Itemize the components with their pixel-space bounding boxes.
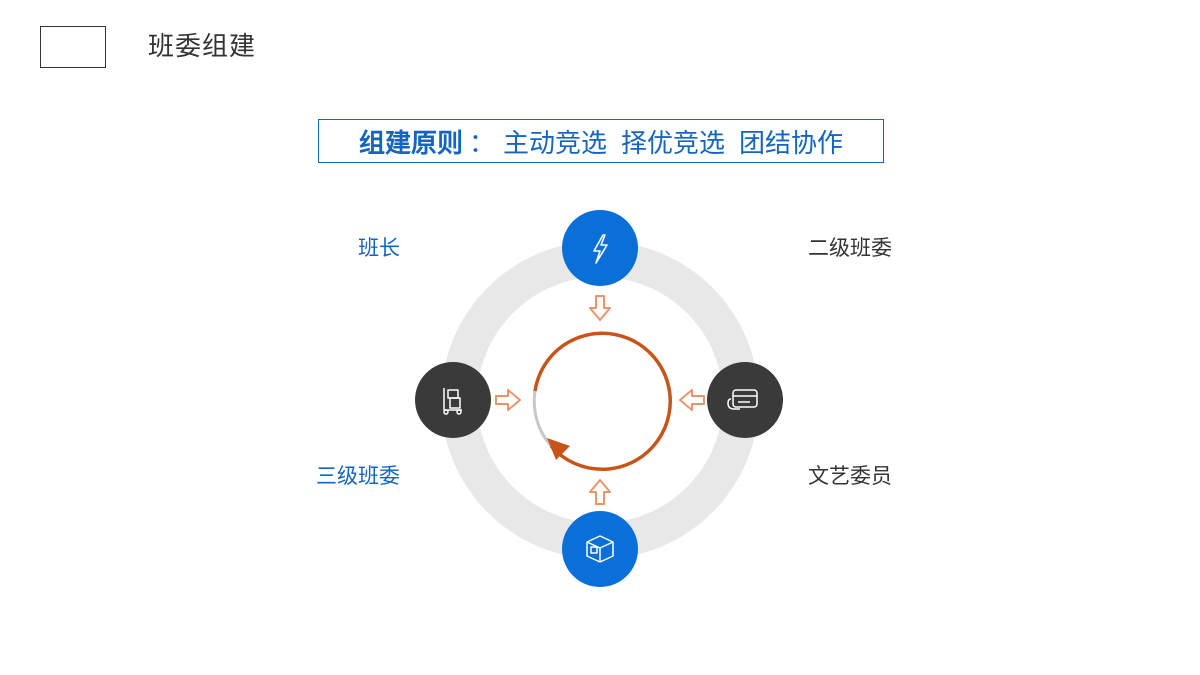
arrow-right-icon bbox=[495, 389, 521, 411]
page-title: 班委组建 bbox=[148, 32, 257, 62]
credit-card-icon bbox=[727, 389, 758, 410]
luggage-cart-icon bbox=[443, 388, 462, 415]
principle-item: 择优竞选 bbox=[621, 128, 726, 159]
lightning-icon bbox=[593, 234, 608, 264]
principle-separator: ： bbox=[468, 128, 495, 159]
principle-label: 组建原则 bbox=[358, 128, 463, 159]
box-icon bbox=[586, 535, 614, 563]
principle-item: 主动竞选 bbox=[502, 128, 607, 159]
cycle-arc-gray bbox=[532, 390, 553, 447]
header-logo-placeholder bbox=[40, 26, 106, 68]
arrow-left-icon bbox=[679, 389, 705, 411]
principle-banner: 组建原则 ： 主动竞选 择优竞选 团结协作 bbox=[318, 119, 884, 163]
node-bottom bbox=[562, 511, 638, 587]
node-left bbox=[415, 362, 491, 438]
role-label-bottom-right: 文艺委员 bbox=[808, 464, 892, 488]
role-label-bottom-left: 三级班委 bbox=[316, 464, 400, 488]
node-top bbox=[562, 210, 638, 286]
role-label-top-left: 班长 bbox=[358, 236, 400, 260]
cycle-arc bbox=[533, 331, 672, 471]
arrow-up-icon bbox=[589, 479, 611, 505]
arrow-down-icon bbox=[589, 295, 611, 321]
cycle-arrowhead bbox=[547, 438, 570, 460]
role-label-top-right: 二级班委 bbox=[808, 236, 892, 260]
node-right bbox=[707, 362, 783, 438]
outer-ring bbox=[441, 241, 759, 559]
principle-item: 团结协作 bbox=[739, 128, 844, 159]
